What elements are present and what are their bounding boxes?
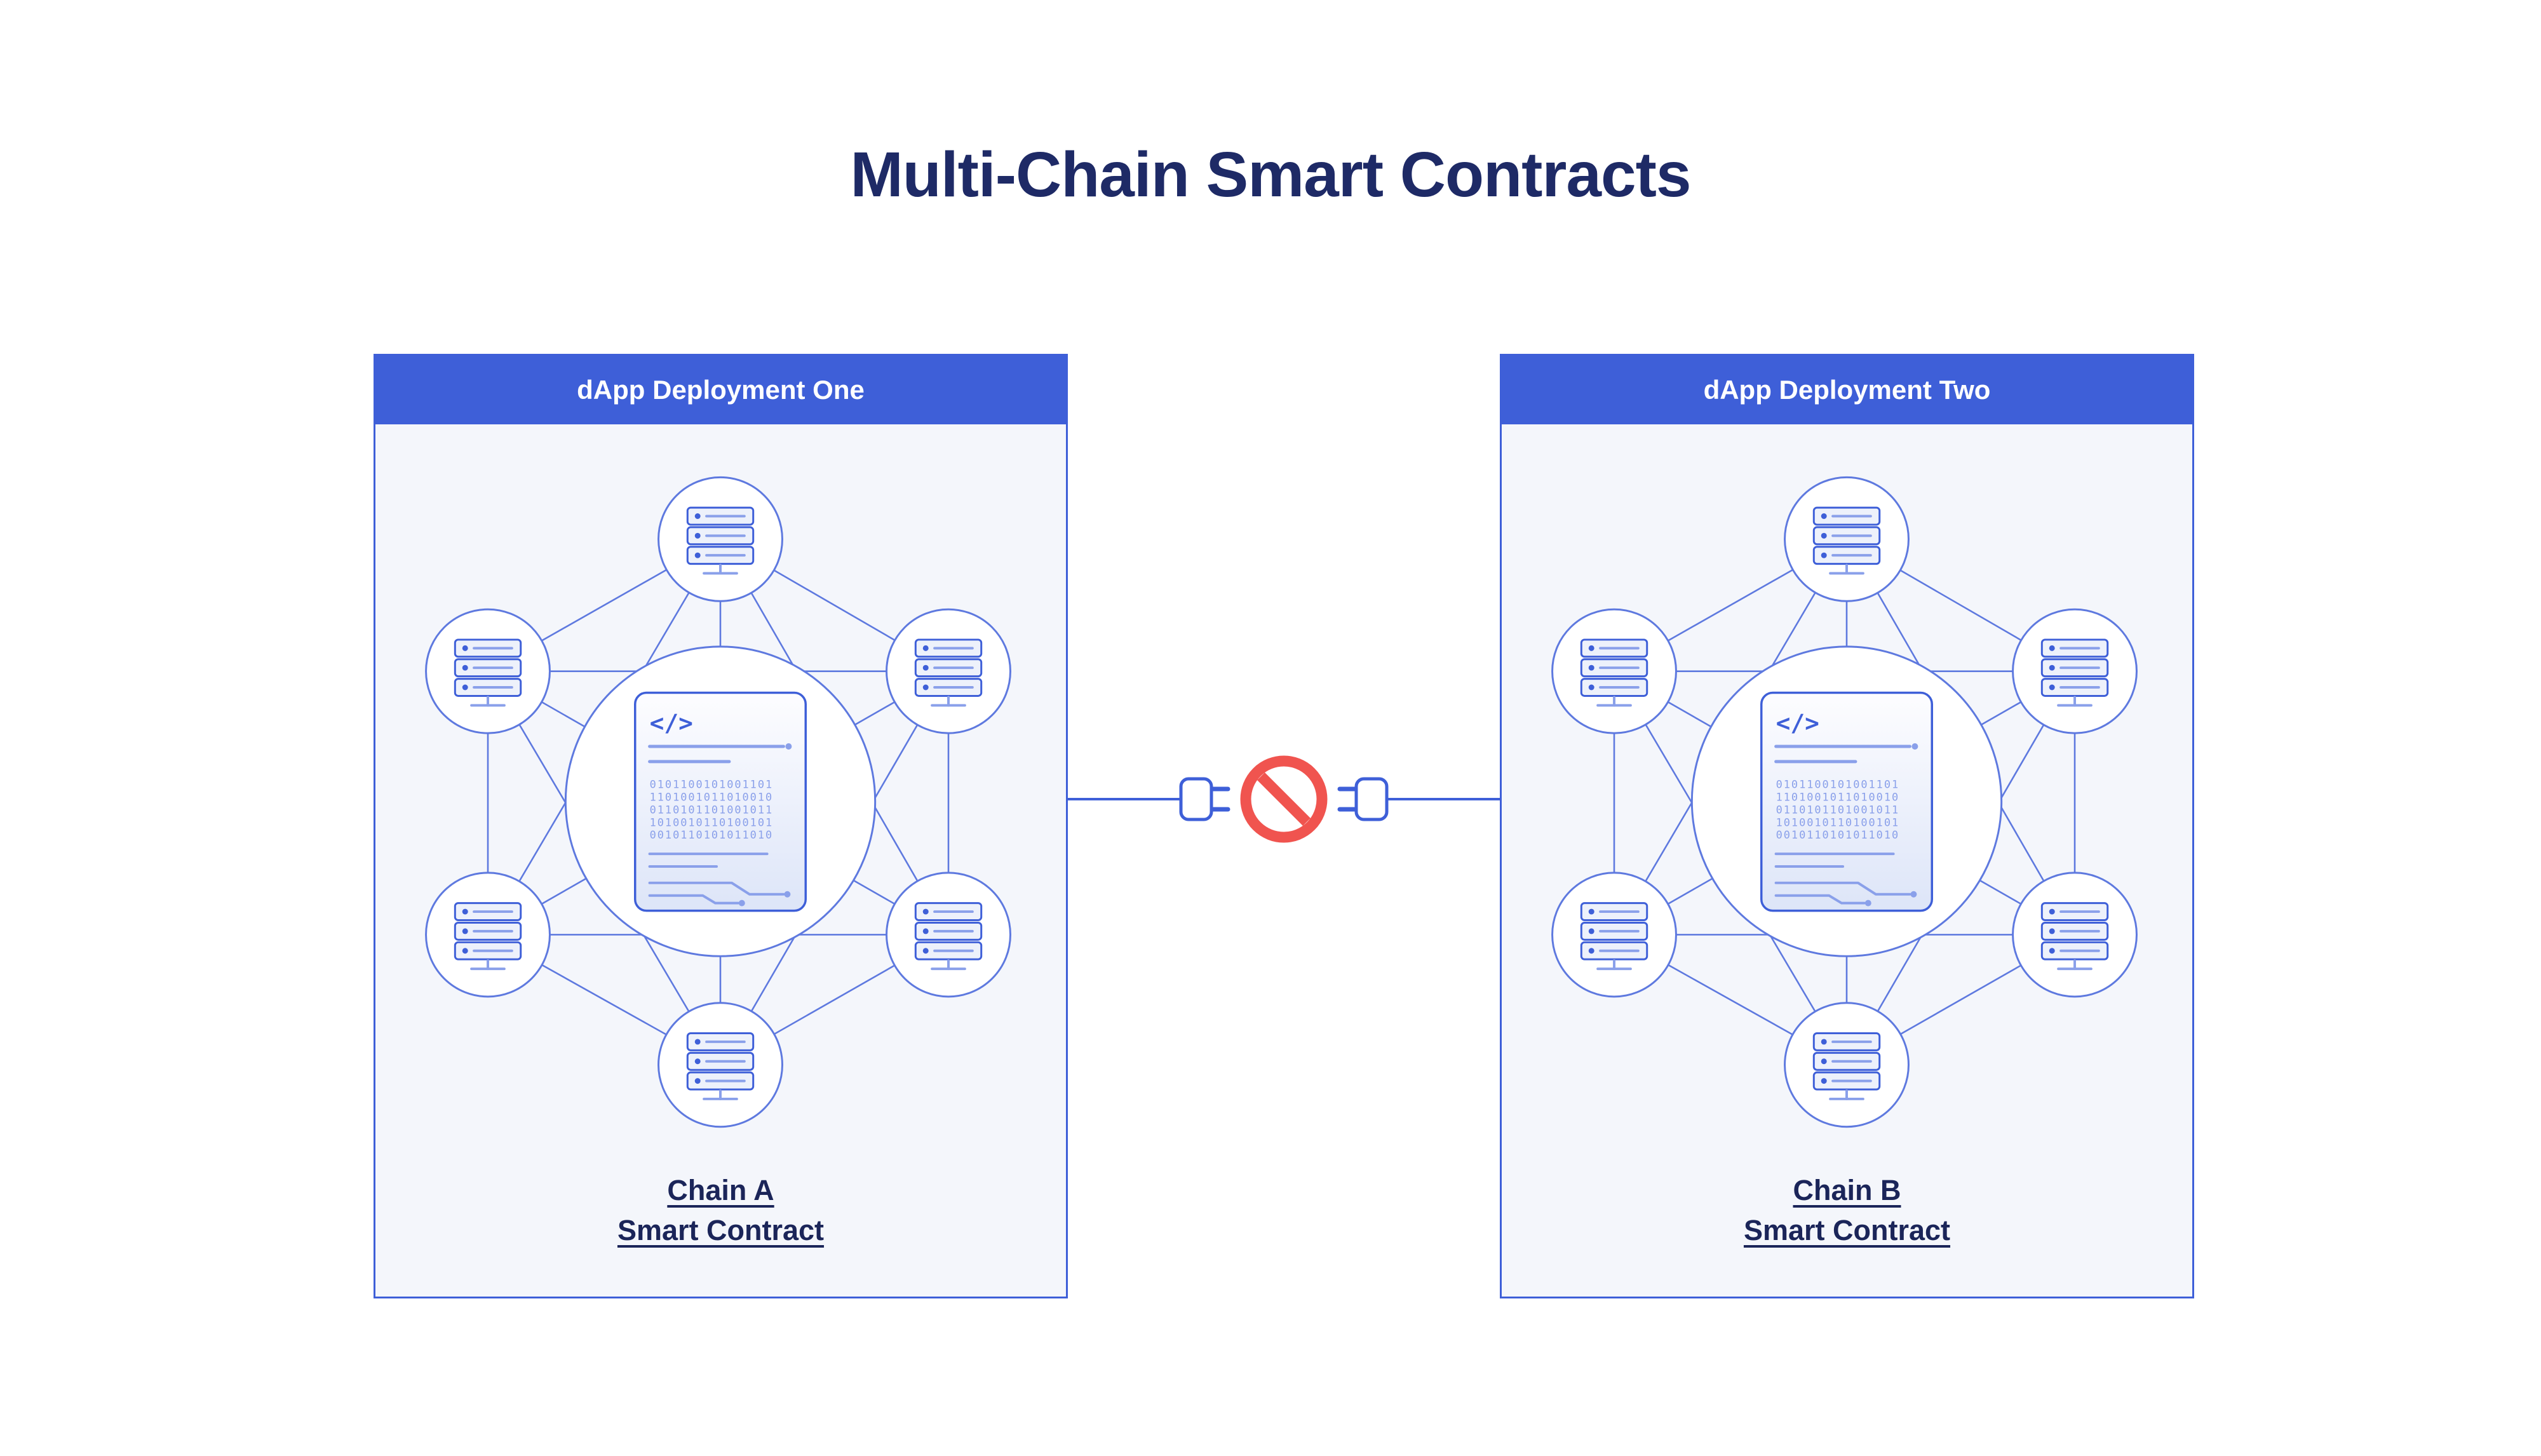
panel-one-header-title: dApp Deployment One (577, 375, 865, 405)
binary-row: 1101001011010010 (1776, 791, 1900, 804)
code-symbol: </> (1776, 709, 1819, 737)
server-stack-icon (1783, 1001, 1910, 1128)
binary-row: 0010110101011010 (650, 828, 774, 841)
server-stack-icon (1551, 608, 1678, 735)
smart-contract-document-icon: </> 0101100101001101 1101001011010010 01… (564, 645, 877, 957)
plug-icon-left (1179, 777, 1230, 821)
binary-row: 0101100101001101 (1776, 778, 1900, 791)
binary-row: 1101001011010010 (650, 791, 774, 804)
server-stack-icon (657, 1001, 784, 1128)
no-entry-icon (1240, 755, 1328, 843)
blocked-connection (1068, 755, 1500, 843)
smart-contract-document-icon: </> 0101100101001101 1101001011010010 01… (1690, 645, 2003, 957)
blockchain-network-diagram-b: </> 0101100101001101 1101001011010010 01… (1551, 476, 2138, 1128)
panel-one-header: dApp Deployment One (375, 356, 1066, 424)
panel-two-header: dApp Deployment Two (1502, 356, 2192, 424)
dapp-deployment-two-panel: dApp Deployment Two (1500, 354, 2194, 1298)
server-stack-icon (885, 608, 1012, 735)
code-symbol: </> (650, 709, 693, 737)
binary-row: 1010010110100101 (1776, 816, 1900, 828)
chain-contract-label: Smart Contract (617, 1214, 825, 1246)
blockchain-network-diagram-a: </> 0101100101001101 1101001011010010 01… (424, 476, 1012, 1128)
dapp-deployment-one-panel: dApp Deployment One (374, 354, 1068, 1298)
chain-name: Chain A (667, 1174, 774, 1206)
binary-row: 0010110101011010 (1776, 828, 1900, 841)
server-stack-icon (1551, 871, 1678, 998)
server-stack-icon (885, 871, 1012, 998)
server-stack-icon (424, 608, 551, 735)
chain-contract-label: Smart Contract (1743, 1214, 1951, 1246)
server-stack-icon (1783, 476, 1910, 603)
binary-row: 1010010110100101 (650, 816, 774, 828)
binary-row: 0101100101001101 (650, 778, 774, 791)
chain-b-label: Chain B Smart Contract (1502, 1170, 2192, 1250)
plug-icon-right (1337, 777, 1389, 821)
page-title: Multi-Chain Smart Contracts (850, 139, 1691, 210)
server-stack-icon (424, 871, 551, 998)
server-stack-icon (2011, 871, 2138, 998)
server-stack-icon (657, 476, 784, 603)
panel-two-header-title: dApp Deployment Two (1703, 375, 1991, 405)
chain-a-label: Chain A Smart Contract (375, 1170, 1066, 1250)
binary-row: 0110101101001011 (1776, 803, 1900, 816)
binary-row: 0110101101001011 (650, 803, 774, 816)
chain-name: Chain B (1793, 1174, 1901, 1206)
server-stack-icon (2011, 608, 2138, 735)
